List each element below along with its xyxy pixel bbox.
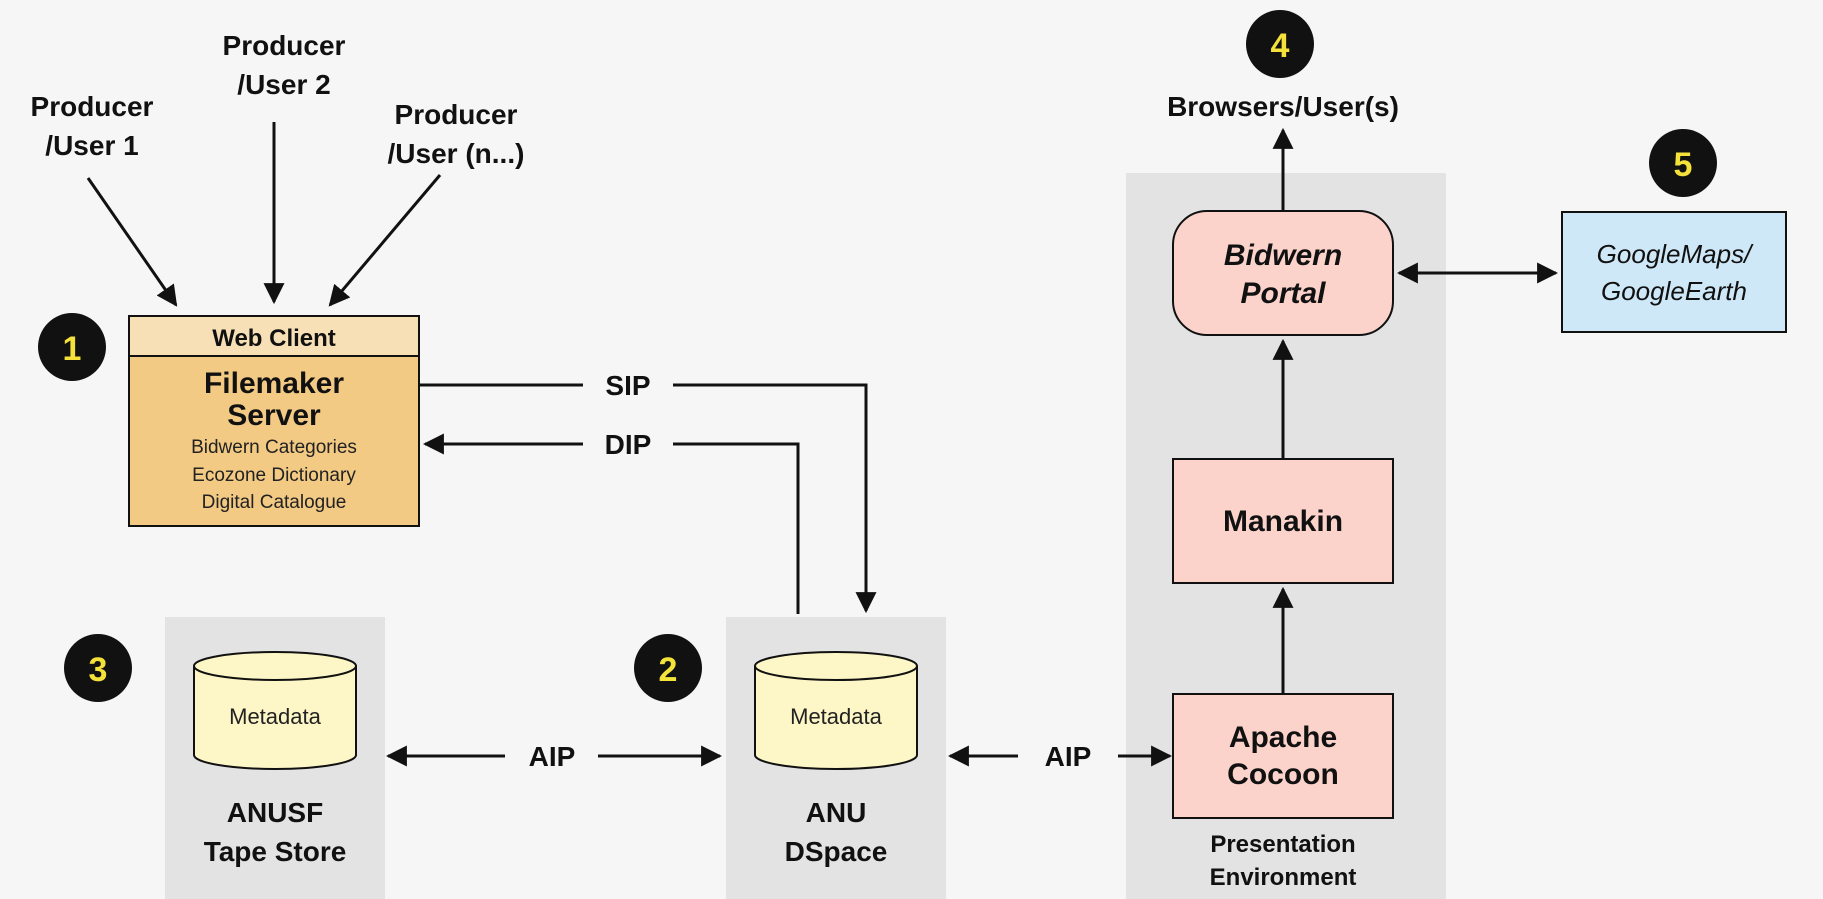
svg-text:5: 5 (1674, 146, 1693, 184)
web-client-label: Web Client (212, 325, 336, 352)
badge-2: 2 (634, 634, 702, 702)
svg-text:Presentation: Presentation (1210, 831, 1355, 858)
svg-text:Producer: Producer (31, 91, 154, 122)
svg-text:Server: Server (227, 399, 321, 432)
svg-text:Portal: Portal (1240, 277, 1326, 310)
google-maps-box: GoogleMaps/ GoogleEarth (1561, 211, 1787, 333)
svg-text:/User (n...): /User (n...) (388, 138, 525, 169)
sip-arrow-down (673, 383, 877, 614)
svg-text:Manakin: Manakin (1223, 505, 1343, 538)
svg-text:Producer: Producer (395, 99, 518, 130)
bidwern-portal-box: Bidwern Portal (1172, 210, 1394, 336)
tape-store-caption: ANUSF Tape Store (204, 797, 347, 867)
aip-right-label: AIP (1045, 741, 1092, 772)
svg-text:4: 4 (1271, 27, 1290, 65)
svg-text:3: 3 (89, 651, 108, 689)
tape-store-database: Metadata (193, 651, 357, 770)
filemaker-server-box: Web Client Filemaker Server Bidwern Cate… (128, 315, 420, 527)
producer-n-arrow (328, 174, 442, 307)
svg-text:Metadata: Metadata (229, 704, 321, 729)
svg-text:ANUSF: ANUSF (227, 797, 323, 828)
svg-text:Filemaker: Filemaker (204, 367, 344, 400)
browsers-label: Browsers/User(s) (1167, 91, 1399, 122)
svg-text:Cocoon: Cocoon (1227, 758, 1339, 791)
svg-text:Ecozone Dictionary: Ecozone Dictionary (192, 465, 356, 486)
dspace-caption: ANU DSpace (785, 797, 888, 867)
aip-left-label: AIP (529, 741, 576, 772)
badge-4: 4 (1246, 10, 1314, 78)
producer-user-1-label: Producer /User 1 (31, 91, 154, 161)
dip-arrow-up (673, 442, 800, 614)
producer-1-arrow (86, 177, 178, 307)
svg-text:/User 2: /User 2 (237, 69, 330, 100)
svg-text:/User 1: /User 1 (45, 130, 138, 161)
producer-user-n-label: Producer /User (n...) (388, 99, 525, 169)
svg-text:DSpace: DSpace (785, 836, 888, 867)
svg-text:GoogleEarth: GoogleEarth (1601, 276, 1747, 306)
svg-text:1: 1 (63, 330, 82, 368)
svg-text:2: 2 (659, 651, 678, 689)
badge-5: 5 (1649, 129, 1717, 197)
manakin-box: Manakin (1172, 458, 1394, 584)
svg-text:Bidwern: Bidwern (1224, 239, 1342, 272)
svg-text:Digital Catalogue: Digital Catalogue (202, 492, 347, 513)
dip-label: DIP (605, 429, 652, 460)
svg-text:Apache: Apache (1229, 721, 1337, 754)
badge-1: 1 (38, 313, 106, 381)
svg-text:ANU: ANU (806, 797, 867, 828)
svg-text:Producer: Producer (223, 30, 346, 61)
sip-label: SIP (605, 370, 650, 401)
badge-3: 3 (64, 634, 132, 702)
svg-text:Metadata: Metadata (790, 704, 882, 729)
apache-cocoon-box: Apache Cocoon (1172, 693, 1394, 819)
svg-text:Tape Store: Tape Store (204, 836, 347, 867)
svg-text:Bidwern Categories: Bidwern Categories (191, 437, 357, 458)
svg-text:GoogleMaps/: GoogleMaps/ (1597, 239, 1754, 269)
presentation-caption: Presentation Environment (1210, 831, 1357, 891)
dspace-database: Metadata (754, 651, 918, 770)
svg-text:Environment: Environment (1210, 864, 1357, 891)
producer-user-2-label: Producer /User 2 (223, 30, 346, 100)
